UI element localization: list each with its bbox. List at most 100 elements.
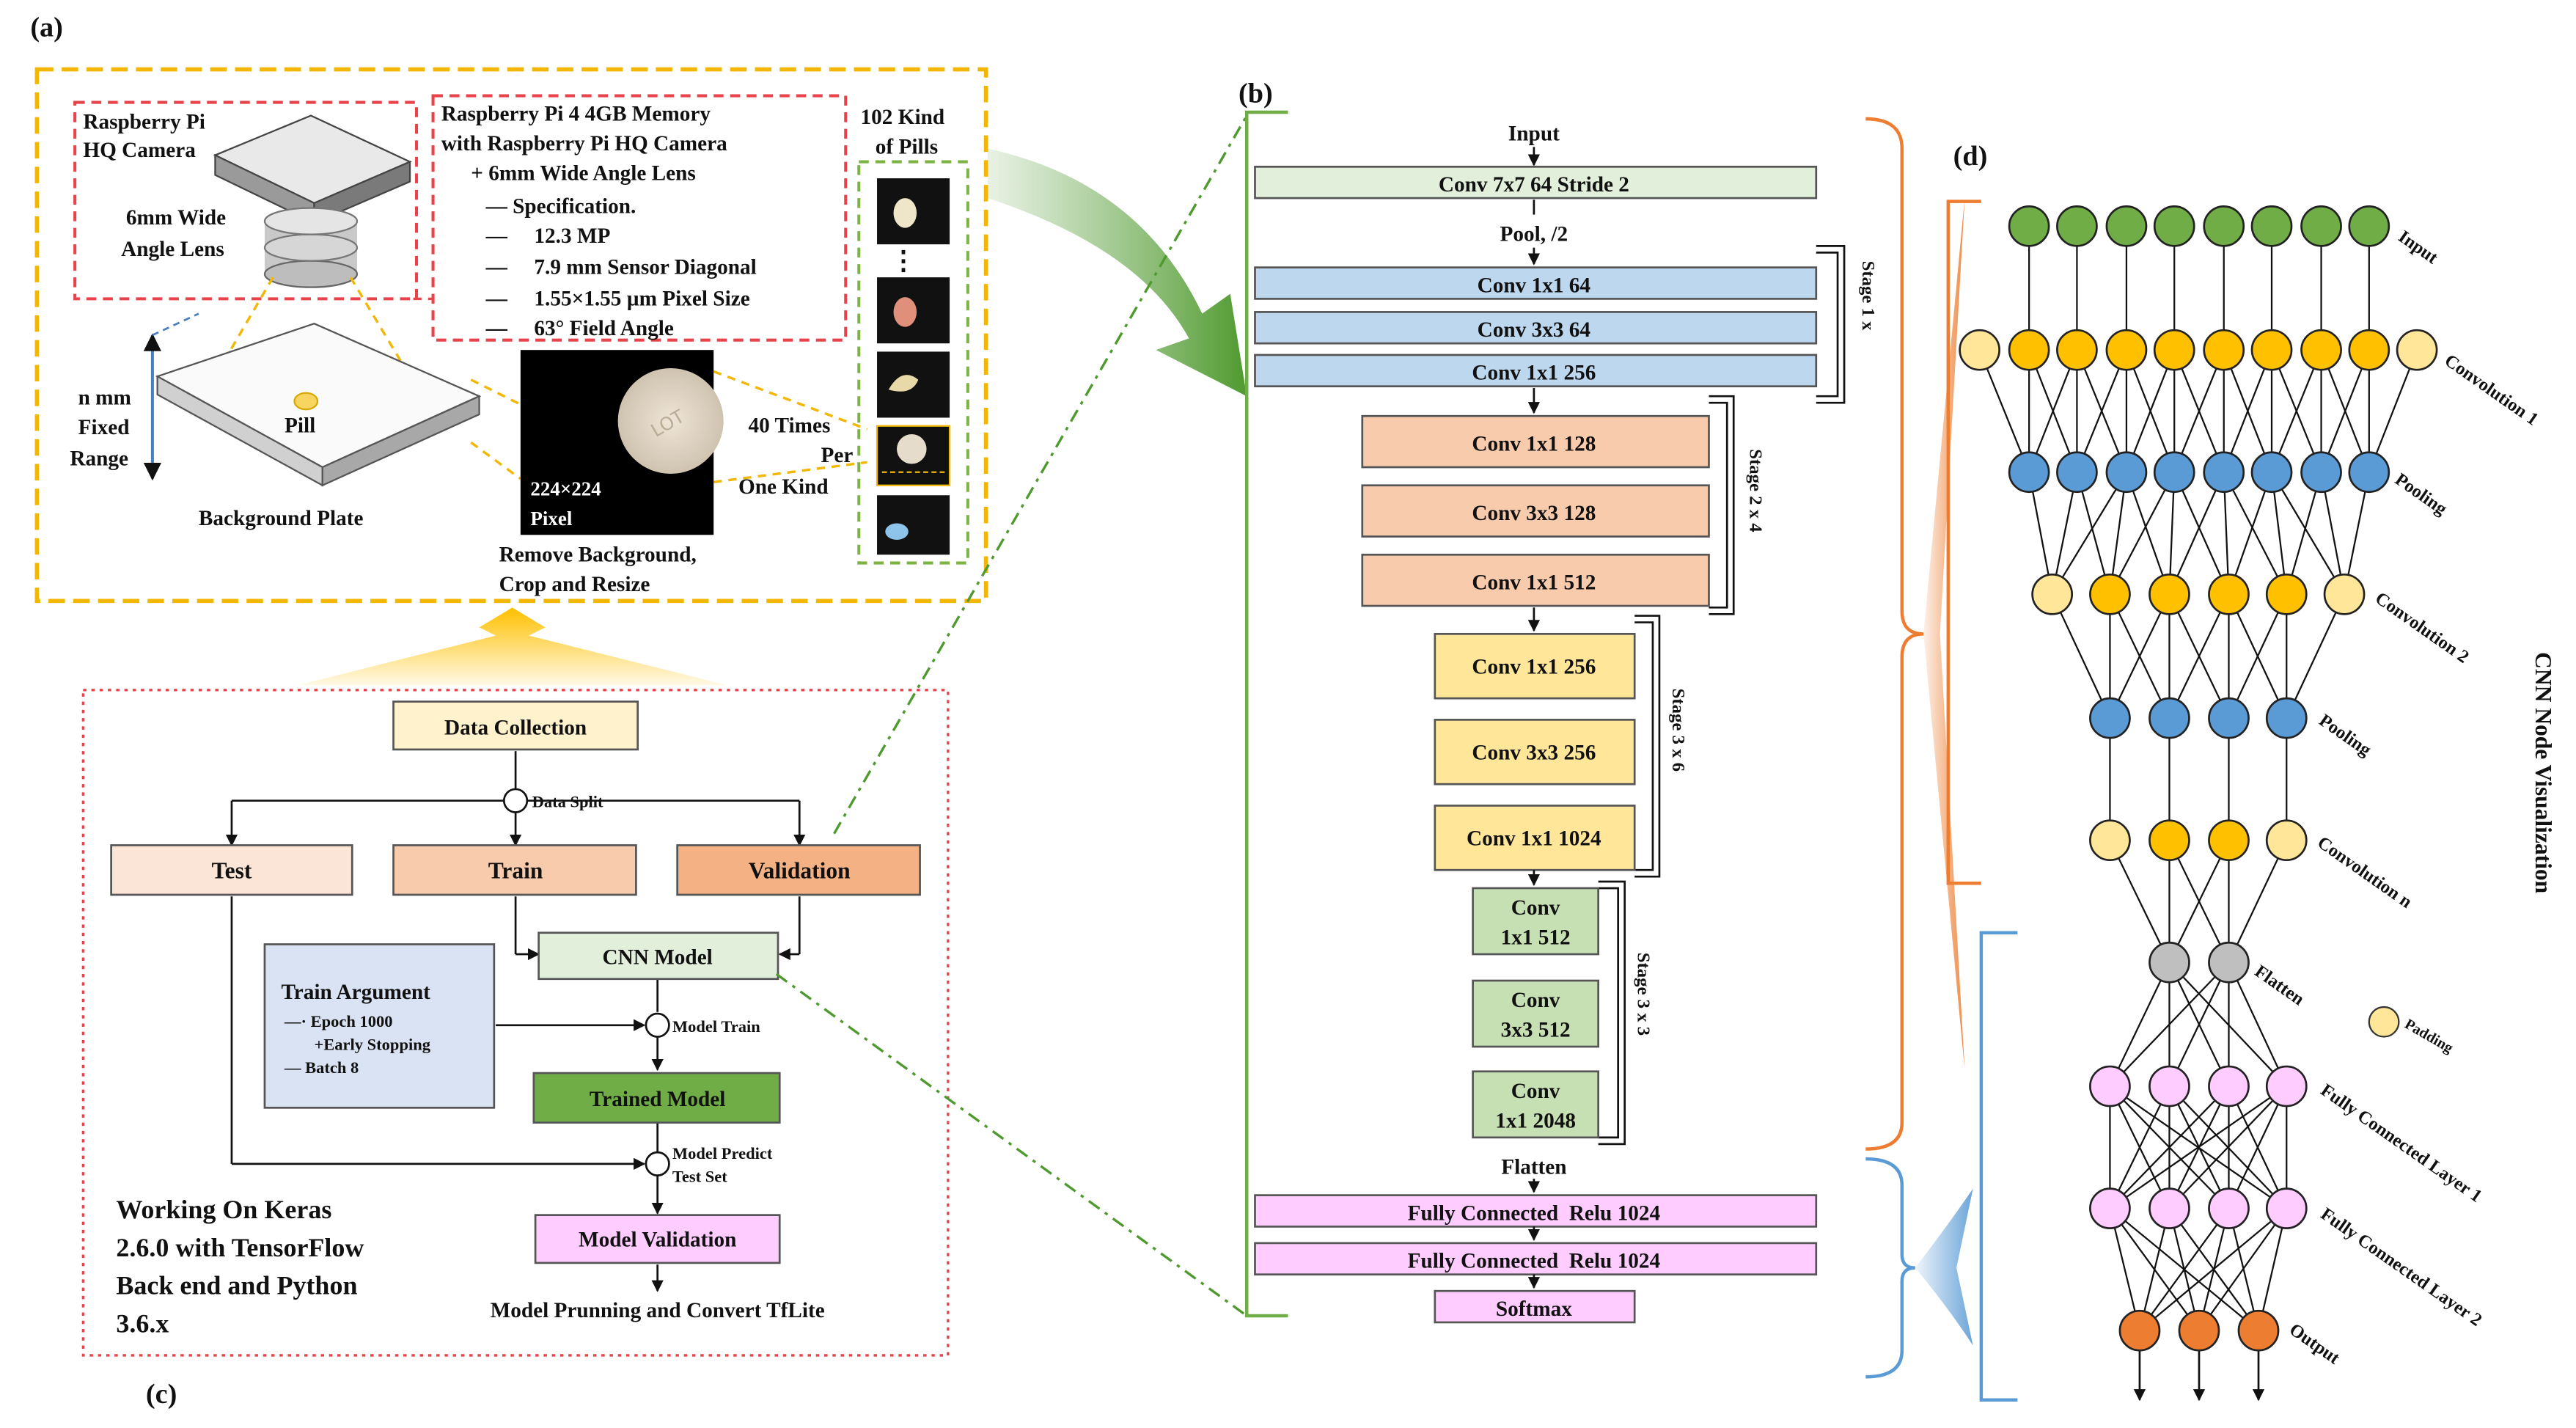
panel-c-label: (c) (146, 1379, 177, 1410)
layer-label: Input (2395, 227, 2443, 268)
spec-text: Raspberry Pi 4 4GB Memory with Raspberry… (441, 102, 757, 340)
network-node (2008, 205, 2050, 247)
padding-legend-node (2368, 1006, 2400, 1038)
stage2-label: Conv 3x3 128 (1472, 502, 1596, 525)
stage3-block (1434, 719, 1636, 786)
remove-label-2: Crop and Resize (499, 573, 650, 596)
kinds-label-2: of Pills (876, 135, 938, 158)
input-label: Input (1508, 122, 1560, 145)
layer-label: Fully Connected Layer 2 (2317, 1204, 2486, 1330)
network-node (2089, 573, 2131, 615)
network-node (2031, 573, 2074, 615)
network-edge (2223, 472, 2288, 595)
network-node (2148, 573, 2190, 615)
stage3-label: Conv 3x3 256 (1472, 741, 1596, 764)
trained-model-label: Trained Model (590, 1088, 726, 1111)
background-plate-icon (155, 322, 482, 487)
network-edge (2368, 349, 2418, 473)
network-edge (2109, 472, 2176, 595)
layer-label: Pooling (2316, 711, 2375, 761)
pill-kinds-frame (857, 160, 969, 565)
network-edge (2076, 472, 2111, 595)
spec-line: — 63° Field Angle (485, 317, 674, 340)
range-label-2: Fixed (78, 416, 130, 439)
times-label-2: Per (821, 444, 854, 467)
layer-label: Flatten (2251, 962, 2308, 1010)
panel-d-label: (d) (1953, 141, 1988, 172)
pool-label: Pool, /2 (1500, 223, 1568, 246)
workflow-frame (81, 689, 950, 1357)
stage1-block (1254, 266, 1818, 300)
network-edge (2168, 840, 2230, 963)
stage2-repeat-label: Stage 2 x 4 (1746, 449, 1766, 532)
spec-line: — 1.55×1.55 µm Pixel Size (485, 287, 750, 310)
network-node (2208, 1065, 2250, 1107)
network-edge (2286, 472, 2322, 595)
camera-label-2: HQ Camera (83, 139, 196, 162)
network-node (2348, 451, 2390, 494)
trained-model-box (532, 1072, 781, 1124)
spec-frame (431, 94, 848, 342)
model-validation-label: Model Validation (579, 1228, 736, 1251)
network-node (2300, 329, 2342, 371)
stage3-label: Conv 1x1 1024 (1467, 827, 1601, 850)
network-edge (2138, 1208, 2170, 1331)
padding-label: Padding (2402, 1016, 2456, 1056)
stage3-block (1434, 805, 1636, 871)
network-node (2148, 697, 2190, 739)
spec-line: — 7.9 mm Sensor Diagonal (485, 256, 757, 279)
network-node (2148, 1187, 2190, 1229)
panel-b: (b) Input Conv 7x7 64 Stride 2 Pool, /2 … (1239, 78, 1924, 1379)
network-edge (2168, 962, 2230, 1087)
network-edge (2139, 1207, 2230, 1331)
camera-icon (213, 114, 412, 288)
network-node (2348, 329, 2390, 371)
conv1-label: Conv 7x7 64 Stride 2 (1439, 173, 1629, 197)
network-node (2148, 819, 2190, 862)
network-node (2300, 451, 2342, 494)
network-edge (2109, 593, 2170, 719)
model-predict-label: Model Predict (672, 1144, 773, 1162)
resnet-bracket (1244, 110, 1288, 1318)
stage2-block (1361, 414, 1710, 469)
network-node (2300, 205, 2342, 247)
network-node (2153, 451, 2195, 494)
stage2-label: Conv 1x1 512 (1472, 571, 1596, 595)
network-edge (2223, 349, 2273, 473)
network-edge (2198, 1207, 2288, 1331)
cnn-model-box (537, 931, 779, 981)
network-edge (2271, 472, 2346, 595)
orange-bracket (1865, 117, 1924, 1151)
keras-line: Working On Keras (116, 1195, 331, 1224)
network-node (2089, 1065, 2131, 1107)
spec-line: Raspberry Pi 4 4GB Memory (441, 102, 711, 125)
network-node (2148, 941, 2190, 984)
stage3-block (1434, 632, 1636, 700)
network-edge (2173, 349, 2225, 473)
network-edge (2257, 1208, 2288, 1331)
network-edge (2228, 962, 2288, 1087)
network-node (2208, 1187, 2250, 1229)
layer-label: Output (2286, 1319, 2344, 1369)
panel-b-label: (b) (1239, 78, 1273, 109)
pixel-label-2: Pixel (530, 508, 572, 530)
network-node (1959, 329, 2000, 371)
fc1-label: Fully Connected Relu 1024 (1408, 1201, 1661, 1225)
range-label-1: n mm (78, 386, 131, 409)
train-box (392, 844, 637, 896)
test-label: Test (212, 857, 252, 883)
stage2: Conv 1x1 128 Conv 3x3 128 Conv 1x1 512 S… (1361, 395, 1766, 615)
plate-label: Background Plate (199, 507, 364, 530)
data-collection-box (392, 700, 639, 751)
network-node (2203, 451, 2245, 494)
stage4-label: 1x1 2048 (1495, 1109, 1576, 1132)
network-node (2089, 819, 2131, 862)
network-node (2089, 1187, 2131, 1229)
network-node (2265, 819, 2308, 862)
network-node (2208, 819, 2250, 862)
stage4-block (1472, 887, 1600, 956)
train-label: Train (488, 857, 543, 883)
network-node (2008, 329, 2050, 371)
stage4-label: Conv (1511, 989, 1560, 1012)
network-edge (2320, 349, 2370, 473)
